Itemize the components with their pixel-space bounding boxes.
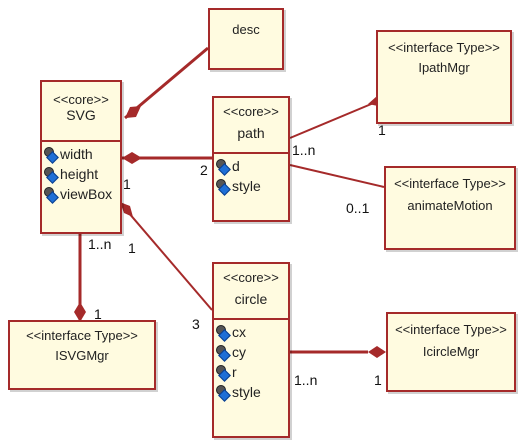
ipathmgr-stereotype: <<interface Type>> — [388, 40, 500, 55]
multiplicity-label: 1 — [374, 372, 382, 388]
svg-isvgmgr-composition-diamond — [74, 302, 86, 322]
isvgmgr-stereotype: <<interface Type>> — [26, 328, 138, 343]
icirclemgr-stereotype: <<interface Type>> — [395, 322, 507, 337]
animatemotion-interface[interactable]: <<interface Type>> animateMotion — [384, 166, 516, 250]
attribute-icon — [216, 364, 231, 382]
isvgmgr-interface[interactable]: <<interface Type>> ISVGMgr — [8, 320, 156, 390]
svg-stereotype: <<core>> — [53, 92, 109, 107]
multiplicity-label: 1 — [123, 176, 131, 192]
multiplicity-label: 3 — [192, 316, 200, 332]
path-attr-d: d — [216, 156, 288, 176]
svg-circle-composition-diamond — [120, 202, 133, 217]
circle-attr-cx-label: cx — [232, 324, 246, 340]
svg-attr-viewbox: viewBox — [44, 184, 120, 204]
svg-path-composition-diamond — [122, 152, 142, 164]
multiplicity-label: 1 — [378, 122, 386, 138]
attribute-icon — [216, 344, 231, 362]
svg-attr-viewbox-label: viewBox — [60, 186, 113, 202]
circle-attr-cy: cy — [216, 342, 288, 362]
svg-desc-composition-diamond — [125, 106, 141, 118]
attribute-icon — [216, 324, 231, 342]
isvgmgr-name: ISVGMgr — [55, 348, 109, 363]
multiplicity-label: 1..n — [294, 372, 318, 388]
desc-class[interactable]: desc — [208, 8, 284, 70]
multiplicity-label: 1 — [94, 306, 102, 322]
svg-attr-width-label: width — [60, 146, 93, 162]
svg-attr-height: height — [44, 164, 120, 184]
circle-class-name: circle — [234, 291, 268, 307]
attribute-icon — [216, 178, 231, 196]
circle-attr-style-label: style — [232, 384, 261, 400]
attribute-icon — [44, 166, 59, 184]
path-class[interactable]: <<core>> path d style — [212, 96, 290, 222]
icirclemgr-interface[interactable]: <<interface Type>> IcircleMgr — [386, 312, 516, 392]
animatemotion-stereotype: <<interface Type>> — [394, 176, 506, 191]
svg-attr-width: width — [44, 144, 120, 164]
path-animatemotion-association — [289, 164, 385, 188]
circle-icirclemgr-composition-diamond — [368, 346, 386, 358]
attribute-icon — [44, 146, 59, 164]
attribute-icon — [216, 384, 231, 402]
svg-class-name: SVG — [66, 107, 96, 123]
attribute-icon — [216, 158, 231, 176]
circle-attr-r: r — [216, 362, 288, 382]
multiplicity-label: 1 — [128, 240, 136, 256]
circle-attr-cx: cx — [216, 322, 288, 342]
path-stereotype: <<core>> — [223, 104, 279, 119]
circle-class[interactable]: <<core>> circle cx cy r style — [212, 262, 290, 438]
circle-attributes: cx cy r style — [214, 318, 288, 402]
ipathmgr-name: IpathMgr — [418, 60, 470, 75]
multiplicity-label: 0..1 — [346, 200, 370, 216]
circle-stereotype: <<core>> — [223, 270, 279, 285]
animatemotion-name: animateMotion — [407, 198, 493, 213]
circle-attr-style: style — [216, 382, 288, 402]
path-attr-style: style — [216, 176, 288, 196]
circle-attr-cy-label: cy — [232, 344, 246, 360]
ipathmgr-interface[interactable]: <<interface Type>> IpathMgr — [376, 30, 512, 124]
svg-attributes: width height viewBox — [42, 140, 120, 204]
multiplicity-label: 1..n — [88, 236, 112, 252]
svg-class[interactable]: <<core>> SVG width height viewBox — [40, 80, 122, 234]
attribute-icon — [44, 186, 59, 204]
path-attributes: d style — [214, 152, 288, 196]
circle-attr-r-label: r — [232, 364, 237, 380]
multiplicity-label: 2 — [200, 162, 208, 178]
icirclemgr-name: IcircleMgr — [422, 344, 480, 359]
path-attr-style-label: style — [232, 178, 261, 194]
svg-circle-association — [121, 204, 213, 311]
multiplicity-label: 1..n — [292, 142, 316, 158]
svg-attr-height-label: height — [60, 166, 99, 182]
path-ipathmgr-association — [289, 101, 377, 139]
path-class-name: path — [237, 125, 265, 141]
desc-class-name: desc — [232, 22, 260, 37]
path-attr-d-label: d — [232, 158, 240, 174]
